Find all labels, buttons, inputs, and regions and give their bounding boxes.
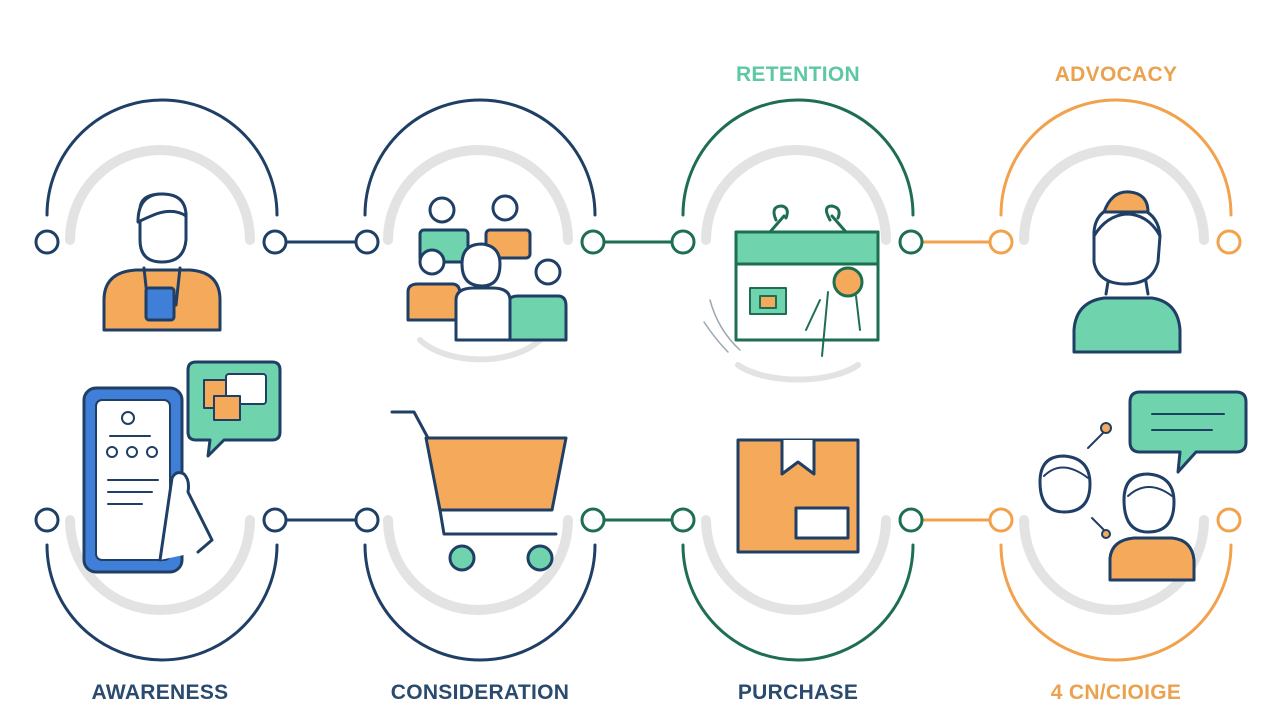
node bbox=[988, 229, 1014, 255]
ring-arc bbox=[45, 543, 279, 662]
node bbox=[1216, 229, 1242, 255]
ring-arc bbox=[999, 543, 1233, 662]
ring-gray-bottom bbox=[417, 337, 543, 363]
package-box-icon bbox=[736, 438, 860, 554]
label-consideration: CONSIDERATION bbox=[390, 681, 570, 704]
ring-gray-bottom bbox=[735, 362, 861, 383]
node bbox=[670, 507, 696, 533]
ring-gray bbox=[65, 145, 255, 245]
woman-bun-icon bbox=[1072, 190, 1182, 354]
ring-arc bbox=[45, 98, 279, 217]
ring-gray bbox=[65, 515, 255, 615]
ring-gray bbox=[1019, 145, 1209, 245]
node bbox=[34, 229, 60, 255]
phone-chat-icon bbox=[82, 360, 282, 574]
bottom-row bbox=[34, 507, 1242, 662]
label-advocacy: ADVOCACY bbox=[1054, 63, 1178, 86]
ring-gray bbox=[383, 515, 573, 615]
node bbox=[354, 507, 380, 533]
group-people-icon bbox=[406, 194, 568, 342]
store-sign-icon bbox=[703, 204, 880, 357]
two-people-chat-icon bbox=[1038, 390, 1248, 582]
top-row bbox=[34, 98, 1242, 383]
node bbox=[262, 229, 288, 255]
node bbox=[580, 507, 606, 533]
ring-arc bbox=[999, 98, 1233, 217]
ring-arc bbox=[681, 98, 915, 217]
node bbox=[580, 229, 606, 255]
node bbox=[898, 229, 924, 255]
label-fourth-stage: 4 CN/CIOIGE bbox=[1050, 681, 1182, 704]
ring-arc bbox=[363, 543, 597, 662]
ring-gray bbox=[701, 145, 891, 245]
person-badge-icon bbox=[102, 192, 222, 332]
ring-arc bbox=[681, 543, 915, 662]
node bbox=[670, 229, 696, 255]
ring-gray bbox=[701, 515, 891, 615]
label-purchase: PURCHASE bbox=[737, 681, 859, 704]
ring-arc bbox=[363, 98, 597, 217]
node bbox=[34, 507, 60, 533]
node bbox=[262, 507, 288, 533]
ring-gray bbox=[383, 145, 573, 245]
node bbox=[898, 507, 924, 533]
shopping-cart-icon bbox=[390, 410, 568, 572]
node bbox=[988, 507, 1014, 533]
node bbox=[354, 229, 380, 255]
node bbox=[1216, 507, 1242, 533]
label-awareness: AWARENESS bbox=[91, 681, 229, 704]
label-retention: RETENTION bbox=[735, 63, 861, 86]
